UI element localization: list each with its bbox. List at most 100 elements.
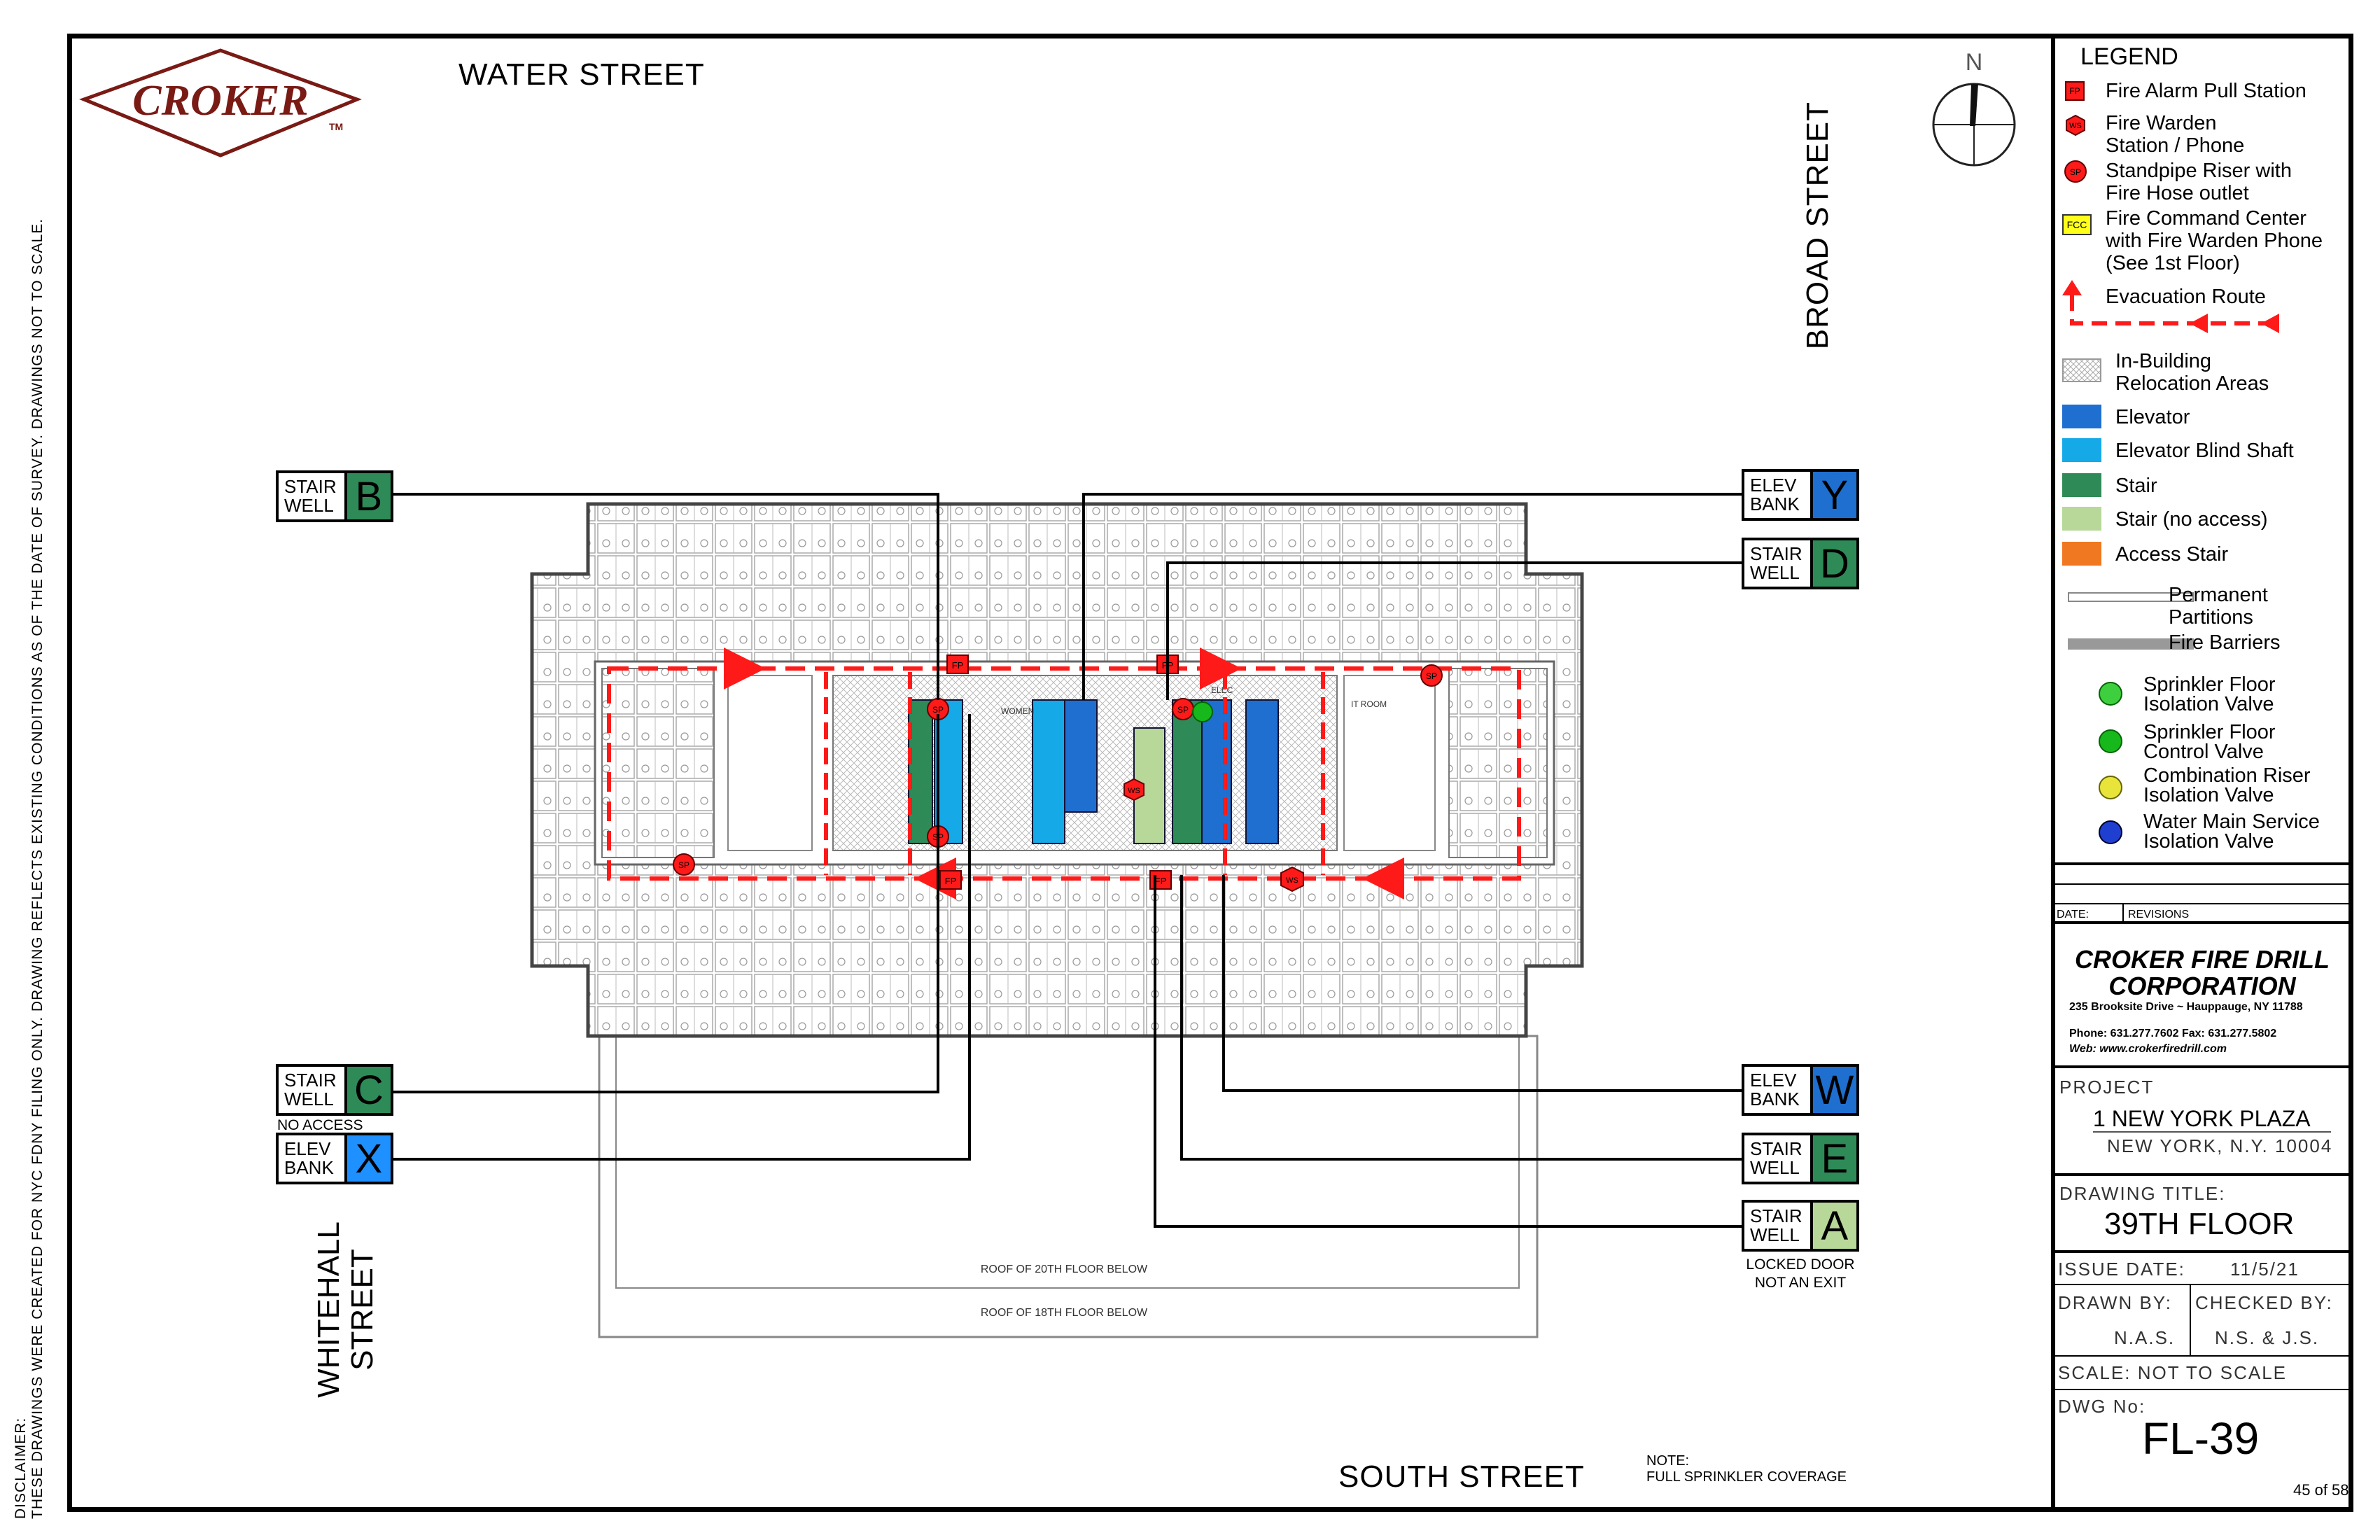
legend-label-line: Partitions (2169, 606, 2253, 629)
roof-20-label: ROOF OF 20TH FLOOR BELOW (981, 1264, 1148, 1275)
legend-label: In-Building Relocation Areas (2115, 350, 2269, 395)
svg-text:SP: SP (1177, 705, 1189, 715)
tag-line: STAIR (1750, 1205, 1802, 1226)
tag-line: BANK (1750, 1088, 1800, 1110)
tag-line: ELEV (284, 1138, 331, 1159)
company-phone: Phone: 631.277.7602 Fax: 631.277.5802 (2069, 1028, 2277, 1040)
floor-plan: ROOF OF 20TH FLOOR BELOW ROOF OF 18TH FL… (530, 502, 1584, 1338)
dwg-no-label: DWG No: (2058, 1396, 2146, 1417)
tag-letter: C (344, 1067, 391, 1113)
tb-rule (2051, 1389, 2353, 1390)
legend-label: Fire Alarm Pull Station (2106, 80, 2306, 102)
tb-rule (2122, 903, 2124, 923)
company-address: 235 Brooksite Drive ~ Hauppauge, NY 1178… (2069, 1001, 2303, 1013)
legend-label-line: Control Valve (2143, 741, 2264, 763)
legend-label-line: Relocation Areas (2115, 372, 2269, 395)
legend-label: Elevator Blind Shaft (2115, 440, 2294, 462)
fire-warden-station-icon: WS (1124, 778, 1144, 802)
tag-line: ELEV (1750, 475, 1797, 496)
page-number: 45 of 58 (2293, 1481, 2349, 1499)
date-label: DATE: (2057, 909, 2089, 920)
checked-by: N.S. & J.S. (2215, 1327, 2320, 1348)
legend-label: Elevator (2115, 406, 2190, 428)
women-label: WOMEN (1001, 706, 1034, 716)
legend-label-line: Standpipe Riser with (2106, 160, 2292, 182)
svg-text:WS: WS (1286, 876, 1298, 885)
tag-line: WELL (1750, 562, 1800, 583)
tag-letter: X (344, 1135, 391, 1182)
sprinkler-isolation-valve-icon (2099, 682, 2122, 706)
drawn-by-label: DRAWN BY: (2058, 1292, 2172, 1313)
tb-rule (2051, 862, 2353, 865)
locked-door-note: LOCKED DOOR NOT AN EXIT (1742, 1256, 1859, 1292)
legend-label: Permanent Partitions (2169, 584, 2268, 629)
legend-title: LEGEND (2080, 43, 2178, 70)
tb-rule (2051, 903, 2353, 904)
sprinkler-note: NOTE: FULL SPRINKLER COVERAGE (1646, 1453, 1847, 1485)
fire-warden-station-icon: WS (1280, 866, 1304, 892)
legend-label-line: Isolation Valve (2143, 784, 2274, 806)
tb-rule (2051, 1284, 2353, 1285)
legend-label-line: Sprinkler Floor (2143, 721, 2276, 743)
legend-label: Water Main Service Isolation Valve (2143, 811, 2320, 852)
legend-label: Access Stair (2115, 543, 2229, 566)
tag-letter: Y (1809, 472, 1856, 518)
drawing-frame (67, 34, 2353, 1512)
drawn-by: N.A.S. (2114, 1327, 2176, 1348)
tb-rule (2051, 1173, 2353, 1176)
company-line2: CORPORATION (2108, 972, 2296, 1000)
tag-line: WELL (284, 495, 334, 516)
south-street-label: SOUTH STREET (1338, 1460, 1585, 1494)
stair-swatch (2062, 473, 2101, 497)
legend-label-line: (See 1st Floor) (2106, 252, 2240, 274)
logo-text: CROKER (132, 77, 309, 125)
standpipe-riser-icon: SP (1420, 664, 1443, 687)
standpipe-riser-icon: SP (2064, 160, 2087, 183)
svg-text:SP: SP (2070, 167, 2081, 177)
dwg-number: FL-39 (2142, 1413, 2260, 1464)
legend-label-line: Fire Command Center (2106, 207, 2306, 230)
legend-label: Evacuation Route (2106, 286, 2266, 308)
access-stair-swatch (2062, 542, 2101, 566)
fire-barrier-swatch (2068, 638, 2194, 650)
project-name: 1 NEW YORK PLAZA (2093, 1106, 2311, 1131)
locked-door-line: LOCKED DOOR (1746, 1256, 1855, 1273)
tb-rule (2051, 1355, 2353, 1357)
water-main-valve-icon (2099, 820, 2122, 844)
legend-label: Fire Command Center with Fire Warden Pho… (2106, 207, 2323, 274)
tag-line: STAIR (284, 476, 337, 497)
revisions-label: REVISIONS (2128, 909, 2190, 920)
logo-tm: TM (329, 121, 343, 132)
tag-letter: W (1809, 1067, 1856, 1113)
title-block-divider (2051, 34, 2055, 1512)
svg-text:FP: FP (1155, 876, 1167, 886)
legend-label-line: Water Main Service (2143, 811, 2320, 833)
issue-date-label: ISSUE DATE: (2058, 1259, 2185, 1280)
tag-line: WELL (284, 1088, 334, 1110)
stair-no-access-swatch (2062, 507, 2101, 531)
company-line1: CROKER FIRE DRILL (2075, 945, 2330, 974)
sprinkler-control-valve-icon (2099, 729, 2122, 753)
croker-logo: CROKER TM (79, 48, 362, 158)
legend-label-line: Sprinkler Floor (2143, 673, 2276, 696)
drawing-title-label: DRAWING TITLE: (2059, 1183, 2226, 1204)
roof-18-label: ROOF OF 18TH FLOOR BELOW (981, 1307, 1148, 1319)
legend-label-line: Fire Warden (2106, 112, 2217, 134)
permanent-partition-swatch (2068, 592, 2194, 602)
not-an-exit-line: NOT AN EXIT (1754, 1275, 1847, 1291)
standpipe-riser-icon: SP (673, 853, 695, 876)
water-street-label: WATER STREET (458, 57, 705, 92)
legend-label: Standpipe Riser with Fire Hose outlet (2106, 160, 2292, 204)
evacuation-route-icon (2062, 280, 2279, 333)
tag-line: WELL (1750, 1157, 1800, 1178)
fire-alarm-pull-station-icon: FP (946, 654, 969, 674)
note-text: FULL SPRINKLER COVERAGE (1646, 1469, 1847, 1485)
svg-text:SP: SP (678, 860, 690, 870)
tb-rule (2190, 1284, 2191, 1355)
